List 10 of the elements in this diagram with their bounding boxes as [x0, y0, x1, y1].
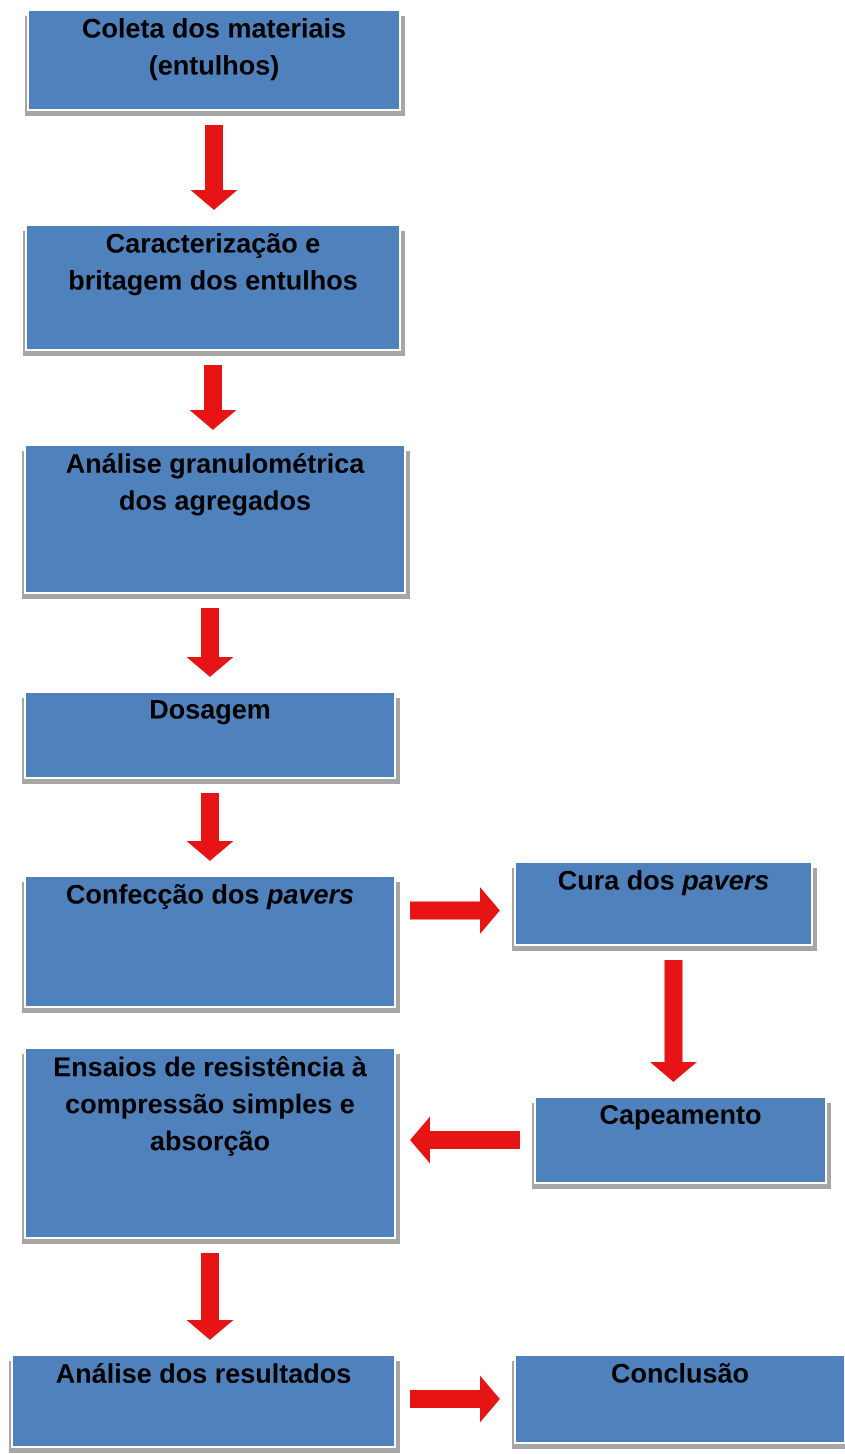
process-box: Coleta dos materiais (entulhos) [25, 9, 405, 116]
process-box: Dosagem [22, 691, 400, 784]
process-box: Análise granulométrica dos agregados [22, 444, 410, 599]
process-box: Cura dos pavers [512, 861, 817, 951]
process-box: Ensaios de resistência à compressão simples e absorção [22, 1047, 400, 1244]
process-box: Conclusão [512, 1354, 845, 1449]
process-box: Capeamento [532, 1096, 831, 1189]
process-box: Caracterização e britagem dos entulhos [23, 224, 405, 356]
process-box: Análise dos resultados [9, 1354, 400, 1453]
process-box: Confecção dos pavers [22, 875, 400, 1013]
